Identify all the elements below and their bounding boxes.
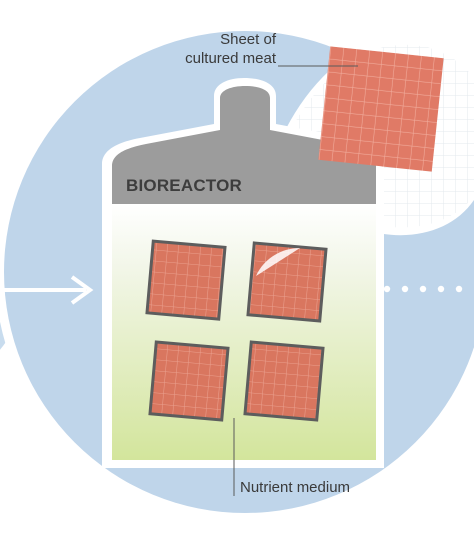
sheet-label-line-1: Sheet of xyxy=(130,30,276,49)
meat-sheet-4 xyxy=(245,342,323,420)
sheet-label-line-2: cultured meat xyxy=(130,49,276,68)
sheet-of-cultured-meat-label: Sheet of cultured meat xyxy=(130,30,276,68)
nutrient-medium-label: Nutrient medium xyxy=(240,478,350,497)
meat-sheet-3 xyxy=(150,342,228,420)
meat-sheet-1 xyxy=(147,241,225,319)
meat-sheet-enlarged xyxy=(318,46,443,171)
bioreactor-label: BIOREACTOR xyxy=(126,176,242,196)
